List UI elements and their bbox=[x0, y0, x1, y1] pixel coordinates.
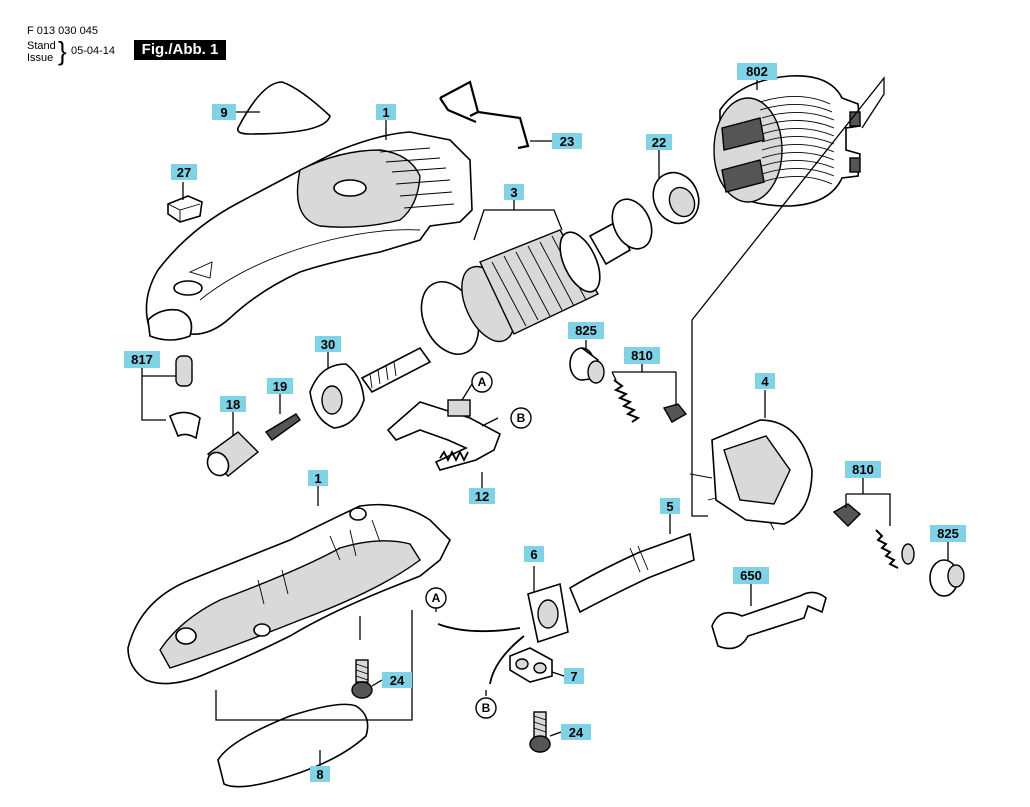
svg-text:7: 7 bbox=[570, 669, 577, 684]
svg-text:4: 4 bbox=[761, 374, 769, 389]
part-18-collet-nut bbox=[206, 431, 260, 477]
connector-b-bottom: B bbox=[475, 697, 497, 719]
issue-date: 05-04-14 bbox=[71, 45, 116, 57]
brace-symbol: } bbox=[58, 36, 67, 66]
callout-8: 8 bbox=[310, 766, 330, 782]
part-19-collet-small bbox=[264, 413, 301, 441]
svg-text:825: 825 bbox=[575, 323, 597, 338]
svg-text:825: 825 bbox=[937, 526, 959, 541]
svg-text:650: 650 bbox=[740, 568, 762, 583]
part-802-field-coil bbox=[713, 75, 861, 207]
part-30-nose-cap bbox=[309, 363, 365, 429]
part-12-brush-holder bbox=[386, 399, 501, 471]
callout-24-upper: 24 bbox=[382, 672, 412, 688]
svg-text:9: 9 bbox=[220, 105, 227, 120]
svg-text:22: 22 bbox=[652, 135, 666, 150]
svg-text:1: 1 bbox=[382, 105, 389, 120]
svg-text:802: 802 bbox=[746, 64, 768, 79]
part-24-screw-lower bbox=[529, 711, 551, 753]
callout-19: 19 bbox=[267, 378, 293, 394]
issue-label: Issue bbox=[27, 52, 54, 64]
svg-text:5: 5 bbox=[666, 499, 673, 514]
part-825-bearing-sleeve-upper bbox=[569, 347, 605, 384]
svg-text:A: A bbox=[432, 591, 441, 605]
svg-text:8: 8 bbox=[316, 767, 323, 782]
part-9-tip-cover bbox=[236, 81, 331, 135]
callout-12: 12 bbox=[469, 488, 495, 504]
part-24-screw-upper bbox=[351, 659, 373, 699]
part-5-power-cord bbox=[568, 532, 695, 614]
callout-7: 7 bbox=[564, 668, 584, 684]
callout-6: 6 bbox=[524, 546, 544, 562]
callout-5: 5 bbox=[660, 498, 680, 514]
part-6-strain-relief bbox=[527, 582, 569, 644]
part-650-wrench bbox=[711, 591, 827, 650]
callout-810-upper: 810 bbox=[624, 347, 660, 364]
svg-text:810: 810 bbox=[631, 348, 653, 363]
part-810-brush-lower bbox=[832, 503, 915, 569]
svg-text:A: A bbox=[478, 375, 487, 389]
part-3-armature bbox=[360, 198, 653, 394]
svg-text:1: 1 bbox=[314, 471, 321, 486]
callout-802: 802 bbox=[737, 63, 777, 80]
svg-text:817: 817 bbox=[131, 352, 153, 367]
svg-text:24: 24 bbox=[569, 725, 584, 740]
callout-650: 650 bbox=[733, 567, 769, 584]
callout-30: 30 bbox=[315, 336, 341, 352]
document-number: F 013 030 045 bbox=[27, 25, 98, 37]
callout-23: 23 bbox=[552, 133, 582, 149]
leader-lines bbox=[141, 76, 949, 766]
part-817-collet bbox=[168, 355, 201, 440]
connector-a-bottom: A bbox=[425, 587, 447, 609]
callout-825-lower: 825 bbox=[930, 525, 966, 542]
svg-text:18: 18 bbox=[226, 397, 240, 412]
callout-810-lower: 810 bbox=[845, 461, 881, 478]
svg-text:19: 19 bbox=[273, 379, 287, 394]
callout-1-bottom: 1 bbox=[308, 470, 328, 486]
callout-9: 9 bbox=[212, 104, 236, 120]
connector-b-top: B bbox=[510, 407, 532, 429]
svg-text:24: 24 bbox=[390, 673, 405, 688]
svg-text:B: B bbox=[517, 411, 526, 425]
svg-text:810: 810 bbox=[852, 462, 874, 477]
stand-label: Stand bbox=[27, 40, 56, 52]
cord-wires bbox=[437, 623, 525, 685]
callout-1-top: 1 bbox=[376, 104, 396, 120]
callout-3: 3 bbox=[504, 184, 524, 200]
svg-text:B: B bbox=[482, 701, 491, 715]
connector-a-top: A bbox=[471, 371, 493, 393]
part-825-bearing-sleeve-lower bbox=[929, 559, 965, 597]
svg-text:30: 30 bbox=[321, 337, 335, 352]
figure-title: Fig./Abb. 1 bbox=[134, 40, 226, 60]
part-7-cord-clamp bbox=[509, 647, 553, 683]
part-23-hanger-wire bbox=[439, 80, 530, 150]
callout-24-lower: 24 bbox=[561, 724, 591, 740]
callout-18: 18 bbox=[220, 396, 246, 412]
callout-817: 817 bbox=[124, 351, 160, 368]
callout-27: 27 bbox=[171, 164, 197, 180]
part-22-bearing bbox=[652, 171, 700, 225]
part-1-housing-top bbox=[145, 131, 473, 341]
callout-825-upper: 825 bbox=[568, 322, 604, 339]
svg-text:6: 6 bbox=[530, 547, 537, 562]
callout-22: 22 bbox=[646, 134, 672, 150]
svg-text:12: 12 bbox=[475, 489, 489, 504]
svg-text:27: 27 bbox=[177, 165, 191, 180]
part-27-lock-button bbox=[167, 195, 203, 223]
svg-text:3: 3 bbox=[510, 185, 517, 200]
part-8-base-cover bbox=[217, 703, 369, 788]
svg-text:23: 23 bbox=[560, 134, 574, 149]
part-4-brush-housing bbox=[689, 419, 813, 531]
part-810-brush-upper bbox=[613, 379, 688, 423]
callout-4: 4 bbox=[755, 373, 775, 389]
part-1-housing-bottom bbox=[127, 503, 451, 685]
